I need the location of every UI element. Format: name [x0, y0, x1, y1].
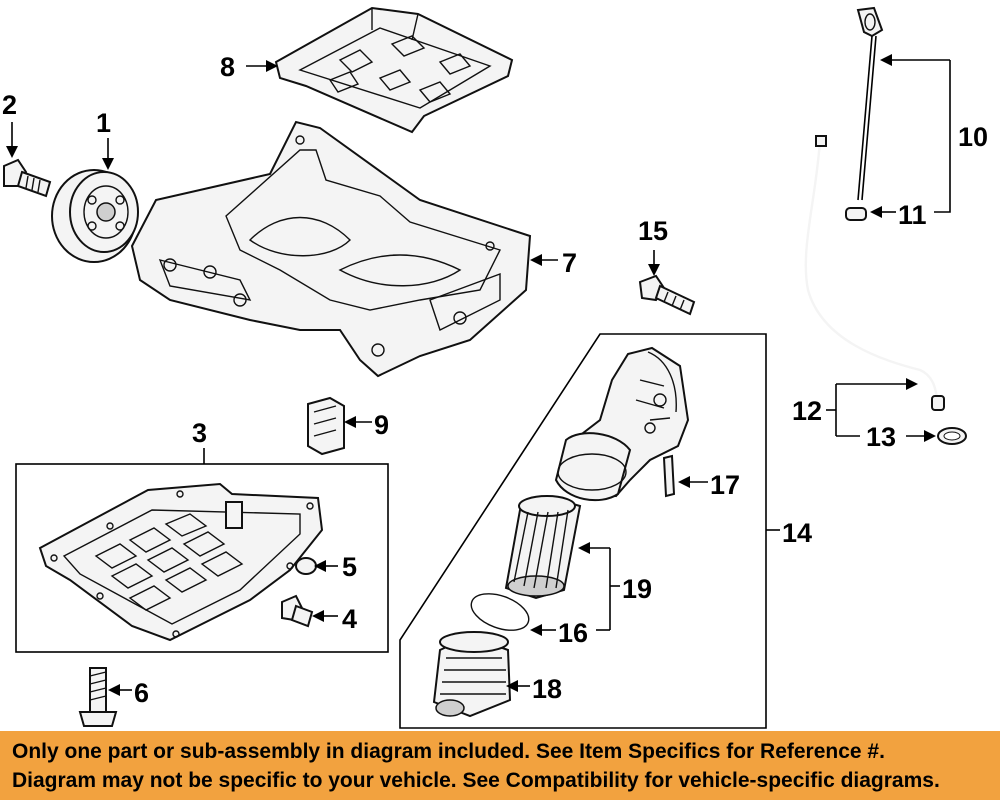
- part-12-dipstick-tube: [804, 135, 945, 411]
- part-14-filter-housing: [554, 346, 690, 502]
- part-5-washer: [295, 557, 317, 575]
- arrowhead-12: [906, 378, 918, 390]
- part-2-pulley-bolt: [3, 158, 52, 198]
- callout-9: 9: [374, 410, 389, 440]
- callout-3: 3: [192, 418, 207, 448]
- part-9-bracket: [307, 396, 345, 456]
- disclaimer-line-2: Diagram may not be specific to your vehi…: [12, 769, 940, 792]
- leader-10-bracket: [934, 60, 951, 213]
- part-16-o-ring: [470, 593, 530, 631]
- callout-16: 16: [558, 618, 588, 648]
- arrowhead-10: [880, 54, 892, 66]
- arrowhead-2: [6, 146, 18, 158]
- callout-5: 5: [342, 552, 357, 582]
- callout-2: 2: [2, 90, 17, 120]
- arrowhead-15: [648, 264, 660, 276]
- callout-13: 13: [866, 422, 896, 452]
- part-1-pulley: [51, 169, 139, 263]
- callout-19: 19: [622, 574, 652, 604]
- callout-6: 6: [134, 678, 149, 708]
- callout-4: 4: [342, 604, 357, 634]
- part-13-tube-oring: [937, 427, 967, 445]
- part-4-drain-plug: [281, 594, 314, 628]
- arrowhead-9: [344, 416, 356, 428]
- arrowhead-4: [312, 610, 324, 622]
- part-3-lower-oil-pan: [38, 482, 324, 642]
- arrowhead-7: [530, 254, 542, 266]
- arrowhead-11: [870, 206, 882, 218]
- group-box-14: [399, 333, 767, 729]
- callout-15: 15: [638, 216, 668, 246]
- parts-diagram: 8 7 1 2: [2, 6, 988, 729]
- callout-17: 17: [710, 470, 740, 500]
- arrowhead-6: [108, 684, 120, 696]
- part-8-baffle-plate: [274, 6, 514, 134]
- arrowhead-8: [266, 60, 278, 72]
- arrowhead-5: [314, 560, 326, 572]
- callout-1: 1: [96, 108, 111, 138]
- arrowhead-18: [506, 680, 518, 692]
- part-11-dipstick-oring: [845, 207, 867, 221]
- part-7-oil-pan-upper: [130, 120, 532, 378]
- callout-18: 18: [532, 674, 562, 704]
- callout-10: 10: [958, 122, 988, 152]
- arrowhead-13: [924, 430, 936, 442]
- part-17-clip: [662, 454, 676, 498]
- arrowhead-16: [530, 624, 542, 636]
- part-6-bolt: [78, 667, 118, 727]
- callout-8: 8: [220, 52, 235, 82]
- arrowhead-19: [578, 542, 590, 554]
- arrowhead-17: [678, 476, 690, 488]
- callout-7: 7: [562, 248, 577, 278]
- disclaimer-banner: Only one part or sub-assembly in diagram…: [0, 731, 1000, 800]
- arrowhead-1: [102, 158, 114, 170]
- callout-11: 11: [898, 200, 927, 230]
- part-15-bolt: [638, 274, 696, 316]
- callout-14: 14: [782, 518, 812, 548]
- group-box-3: [15, 463, 389, 653]
- callout-12: 12: [792, 396, 822, 426]
- part-19-filter-element: [504, 495, 582, 600]
- part-10-dipstick: [856, 6, 884, 201]
- disclaimer-line-1: Only one part or sub-assembly in diagram…: [12, 740, 885, 763]
- part-18-filter-cap: [432, 631, 512, 718]
